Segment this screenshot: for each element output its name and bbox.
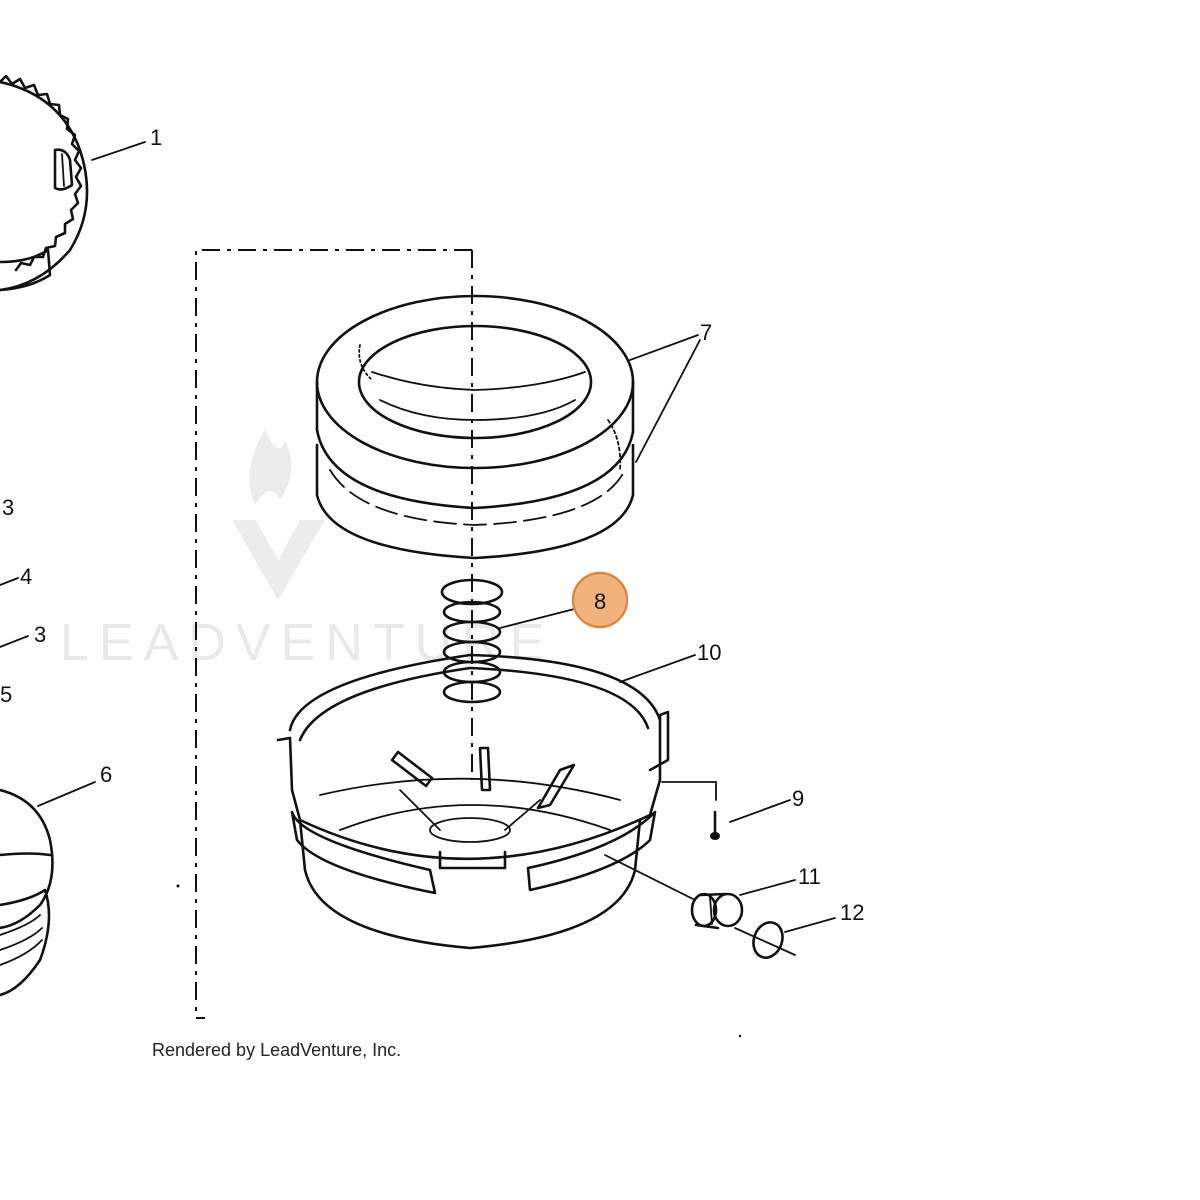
stray-dot: [176, 884, 180, 888]
callout-7: 7: [700, 320, 712, 345]
watermark: LEADVENTURE: [60, 430, 544, 672]
callout-8[interactable]: 8: [594, 589, 606, 614]
part-6-spool: [0, 788, 54, 997]
callout-5: 5: [0, 682, 12, 707]
assembly-frame: [195, 249, 473, 1019]
callout-10: 10: [697, 640, 721, 665]
callout-8-highlight[interactable]: [571, 571, 629, 629]
callout-9: 9: [792, 786, 804, 811]
callout-12: 12: [840, 900, 864, 925]
callout-1: 1: [150, 125, 162, 150]
callout-4: 4: [20, 564, 32, 589]
leader-lines: [0, 141, 836, 956]
callout-3b: 3: [34, 622, 46, 647]
part-10-housing: [276, 653, 670, 950]
callouts: 1 3 4 3 5 6 7 8 10 9 11 12: [0, 125, 864, 925]
callout-3a: 3: [2, 495, 14, 520]
callout-11: 11: [798, 864, 821, 889]
watermark-logo-icon: [232, 430, 325, 600]
part-7-ring: [315, 294, 635, 560]
callout-6: 6: [100, 762, 112, 787]
stray-dot: [738, 1034, 742, 1038]
part-9-screw: [710, 810, 720, 840]
part-11-bushing: [690, 892, 744, 930]
part-1-ring: [0, 74, 89, 292]
caption: Rendered by LeadVenture, Inc.: [152, 1040, 402, 1060]
part-12-oring: [752, 921, 784, 959]
